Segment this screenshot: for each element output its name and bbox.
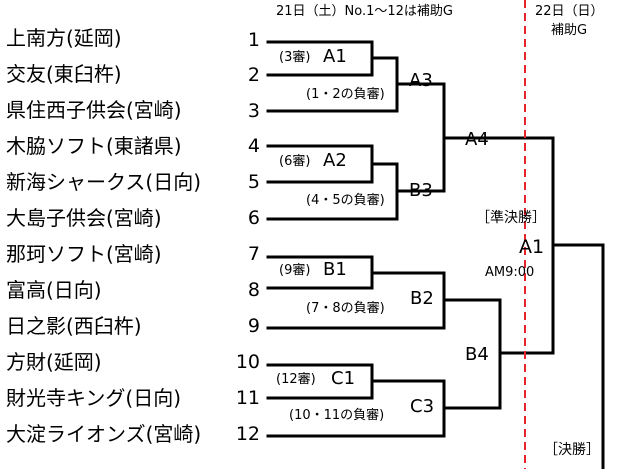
bracket-line-final: [551, 243, 605, 469]
team-name-6: 大島子供会(宮崎): [6, 206, 162, 230]
match-a1-label: A1: [323, 46, 347, 67]
semifinal-round-label: ［準決勝］: [476, 210, 546, 226]
team-name-9: 日之影(西臼杵): [6, 314, 142, 338]
match-b1-note: (9審): [279, 263, 311, 278]
header-day2-ground: 補助G: [551, 23, 588, 38]
team-seed-6: 6: [247, 207, 260, 229]
team-seed-8: 8: [247, 279, 260, 301]
team-seed-9: 9: [247, 315, 260, 337]
team-name-5: 新海シャークス(日向): [6, 170, 202, 194]
team-seed-12: 12: [235, 423, 260, 445]
match-b3-note: (4・5の負審): [306, 193, 385, 208]
team-name-8: 富高(日向): [6, 278, 102, 302]
team-seed-2: 2: [247, 64, 260, 86]
team-seed-7: 7: [247, 243, 260, 265]
team-seed-11: 11: [235, 387, 260, 409]
match-b4-label: B4: [465, 344, 489, 365]
match-a4-label: A4: [465, 129, 489, 150]
match-b2-label: B2: [410, 288, 434, 309]
team-seed-3: 3: [247, 100, 260, 122]
team-name-2: 交友(東臼杵): [6, 62, 122, 86]
team-seed-4: 4: [247, 135, 260, 157]
header-day1: 21日（土）No.1～12は補助G: [276, 4, 454, 19]
header-day2-date: 22日（日）: [535, 4, 604, 19]
team-seed-1: 1: [247, 29, 260, 51]
match-a2-note: (6審): [279, 154, 311, 169]
match-b1-label: B1: [323, 259, 347, 280]
match-c3-note: (10・11の負審): [289, 408, 385, 423]
match-b2-note: (7・8の負審): [306, 301, 385, 316]
semifinal-time: AM9:00: [485, 265, 535, 280]
match-a3-label: A3: [409, 70, 433, 91]
team-name-12: 大淀ライオンズ(宮崎): [6, 422, 202, 446]
team-name-10: 方財(延岡): [6, 350, 102, 374]
bracket-line-b3: [266, 162, 399, 221]
team-seed-10: 10: [235, 351, 260, 373]
team-name-11: 財光寺キング(日向): [6, 386, 182, 410]
match-c3-label: C3: [410, 396, 435, 417]
semifinal-match-label: A1: [519, 236, 545, 258]
team-name-3: 県住西子供会(宮崎): [6, 98, 182, 122]
bracket-line-a4: [395, 82, 446, 193]
match-c1-label: C1: [331, 368, 356, 389]
team-name-7: 那珂ソフト(宮崎): [6, 242, 162, 266]
team-name-4: 木脇ソフト(東諸県): [6, 134, 182, 158]
match-b3-label: B3: [409, 180, 433, 201]
match-a3-note: (1・2の負審): [306, 87, 385, 102]
match-c1-note: (12審): [276, 372, 316, 387]
final-round-label: ［決勝］: [544, 442, 600, 458]
team-name-1: 上南方(延岡): [6, 26, 122, 50]
match-a1-note: (3審): [279, 50, 311, 65]
match-a2-label: A2: [323, 150, 347, 171]
team-seed-5: 5: [247, 171, 260, 193]
